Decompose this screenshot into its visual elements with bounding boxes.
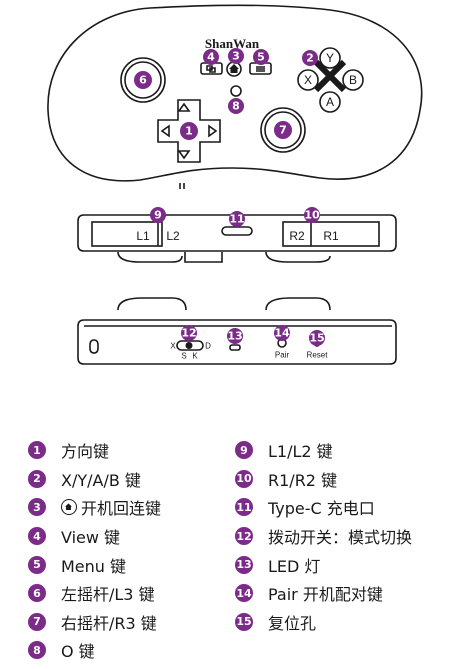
- shoulder-trigger-outline: [117, 251, 331, 263]
- dpad-right-icon: [208, 124, 218, 138]
- callout-12: [181, 325, 197, 341]
- r2-label: R2: [289, 229, 305, 243]
- callout-12-number: 12: [181, 327, 196, 340]
- callout-5: [253, 49, 269, 65]
- callout-6: [134, 71, 152, 89]
- bottom-trigger-outline: [117, 297, 331, 311]
- callout-4-number: 4: [207, 51, 215, 64]
- controller-shoulder-view: L1 L2 R2 R1 9 11 10: [77, 207, 397, 263]
- callout-14-number: 14: [274, 327, 290, 340]
- face-button-cross: [313, 59, 347, 93]
- bottom-body-outline: [77, 319, 397, 365]
- callout-11: [229, 211, 245, 227]
- callout-11-number: 11: [229, 213, 244, 226]
- callout-8-number: 8: [232, 100, 240, 113]
- x-button[interactable]: X: [297, 69, 319, 91]
- right-shoulder-box: [282, 221, 380, 247]
- left-stick[interactable]: 6: [120, 57, 166, 103]
- callout-2: [302, 50, 318, 66]
- b-button[interactable]: B: [342, 69, 364, 91]
- callout-8: [228, 98, 244, 114]
- callout-7-number: 7: [279, 124, 287, 137]
- callout-6-number: 6: [139, 74, 147, 87]
- mode-switch[interactable]: [176, 340, 204, 351]
- dpad[interactable]: 1: [157, 99, 221, 163]
- right-stick[interactable]: 7: [260, 107, 306, 153]
- led-indicator: [229, 344, 241, 351]
- callout-14: [274, 325, 290, 341]
- y-button[interactable]: Y: [319, 47, 341, 69]
- home-icon: [229, 64, 239, 73]
- l2-label: L2: [166, 229, 180, 243]
- callout-9-number: 9: [154, 209, 162, 222]
- switch-label-s: S: [181, 352, 186, 361]
- callout-13: [227, 328, 243, 344]
- callout-15: [309, 330, 325, 346]
- usb-c-port: [221, 226, 253, 236]
- controller-top-view: ShanWan 6 7 1: [47, 4, 423, 189]
- callout-13-number: 13: [227, 330, 242, 343]
- pair-label: Pair: [275, 351, 290, 360]
- callout-9: [150, 207, 166, 223]
- callout-1-number: 1: [185, 125, 193, 138]
- controller-bottom-view: X D S K Pair Reset 12 13 14 15: [77, 297, 397, 365]
- dpad-up-icon: [177, 102, 191, 112]
- r1-label: R1: [323, 229, 339, 243]
- callout-10: [304, 207, 320, 223]
- callout-10-number: 10: [304, 209, 320, 222]
- switch-label-x: X: [170, 342, 176, 351]
- svg-text:Y: Y: [326, 51, 334, 65]
- controller-body-outline: [47, 4, 423, 182]
- a-button[interactable]: A: [319, 91, 341, 113]
- callout-3: [228, 48, 244, 64]
- brand-logo: ShanWan: [205, 36, 260, 51]
- l1-label: L1: [136, 229, 150, 243]
- switch-label-k: K: [192, 352, 198, 361]
- svg-text:A: A: [326, 95, 334, 109]
- callout-3-number: 3: [232, 50, 240, 63]
- home-icon: [61, 499, 77, 516]
- center-trigger-outline: [184, 252, 223, 263]
- callout-15-number: 15: [309, 332, 324, 345]
- callout-7: [274, 121, 292, 139]
- left-shoulder-box: [91, 221, 163, 247]
- callout-5-number: 5: [257, 51, 265, 64]
- callout-4: [203, 49, 219, 65]
- switch-label-d: D: [205, 342, 211, 351]
- reset-label: Reset: [307, 351, 329, 360]
- callout-1: [180, 122, 198, 140]
- dpad-left-icon: [160, 124, 170, 138]
- svg-text:B: B: [349, 73, 357, 87]
- svg-text:X: X: [304, 73, 312, 87]
- callout-2-number: 2: [306, 52, 314, 65]
- o-button[interactable]: [230, 85, 242, 97]
- strap-hole: [89, 339, 99, 354]
- view-icon: [206, 65, 216, 73]
- menu-icon: [256, 66, 265, 72]
- dpad-down-icon: [177, 150, 191, 160]
- controller-diagram: .ln { fill:none; stroke:#1a1a1a; stroke-…: [47, 4, 423, 365]
